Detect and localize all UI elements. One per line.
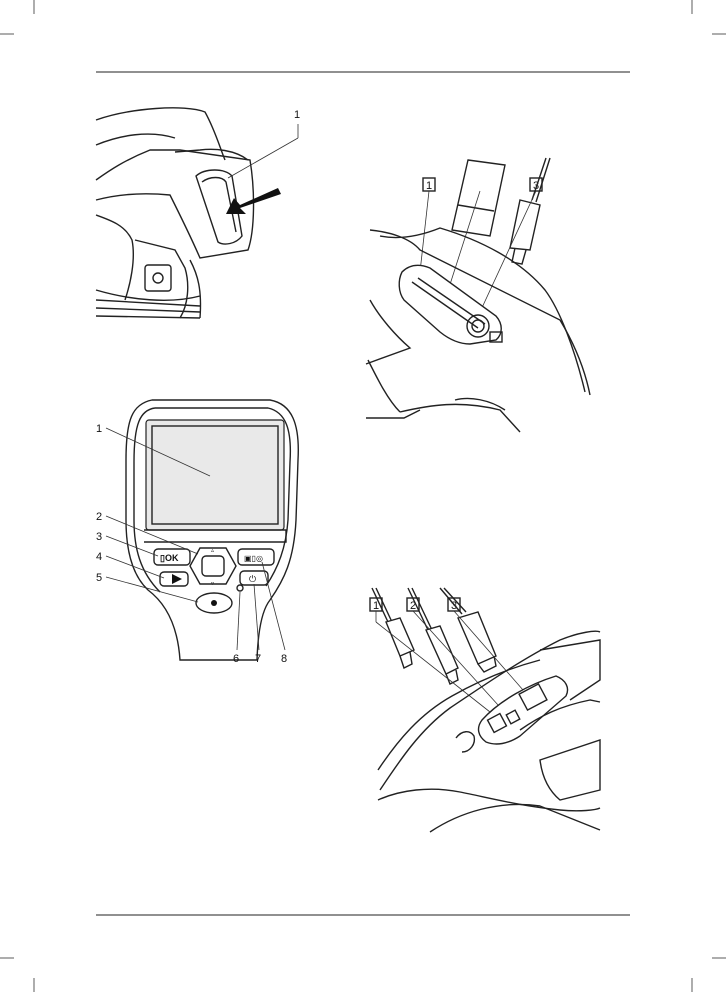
front-callout-6: 6 xyxy=(233,653,239,665)
power-plug xyxy=(510,200,540,250)
front-callout-1: 1 xyxy=(96,423,102,435)
usb-plug xyxy=(458,612,496,664)
nav-ok[interactable] xyxy=(202,556,224,576)
front-callout-3: 3 xyxy=(96,531,102,543)
front-callout-4: 4 xyxy=(96,551,102,563)
sd-callout-1: 1 xyxy=(426,180,432,192)
connectors-figure: 1 2 3 xyxy=(370,588,600,832)
svg-text:▿: ▿ xyxy=(211,581,214,587)
front-callout-5: 5 xyxy=(96,572,102,584)
front-callout-7: 7 xyxy=(255,653,261,665)
status-led xyxy=(237,585,243,591)
lens-figure: 1 xyxy=(96,108,300,318)
ok-button-icon: ▯OK xyxy=(160,553,179,563)
usb-mini-plug xyxy=(386,618,414,656)
display-screen xyxy=(146,420,284,530)
power-icon: ⏻ xyxy=(249,574,256,584)
front-callout-2: 2 xyxy=(96,511,102,523)
video-plug xyxy=(426,626,458,674)
front-callout-8: 8 xyxy=(281,653,287,665)
svg-text:▵: ▵ xyxy=(211,548,214,554)
camera-mode-icon: ▣▯◎ xyxy=(244,554,263,563)
camera-front-figure: ▵ ▿ ▯OK ▣▯◎ ⏻ 1 2 3 4 5 6 7 8 xyxy=(96,400,298,665)
trigger-icon xyxy=(211,600,217,606)
sd-card xyxy=(452,160,505,236)
sd-card-figure: 1 2 3 xyxy=(366,158,590,432)
lens-callout-1: 1 xyxy=(294,109,300,121)
